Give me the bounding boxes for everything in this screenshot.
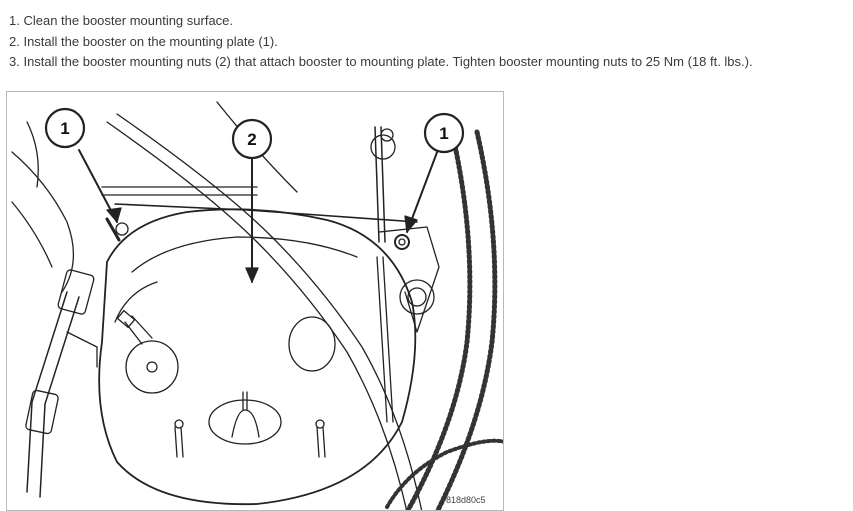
booster-illustration: 1 2 1 [11, 101, 503, 510]
callout-label: 2 [247, 130, 256, 149]
instruction-list: 1. Clean the booster mounting surface. 2… [9, 11, 753, 73]
instruction-step: 3. Install the booster mounting nuts (2)… [9, 54, 753, 69]
instruction-step: 2. Install the booster on the mounting p… [9, 33, 278, 49]
figure-id: 818d80c5 [446, 495, 486, 505]
callout-label: 1 [439, 124, 448, 143]
instruction-step: 1. Clean the booster mounting surface. [9, 13, 234, 28]
callout-1-right: 1 [423, 112, 465, 154]
booster-diagram: 1 2 1 818d80c5 [6, 91, 504, 511]
callout-2: 2 [231, 118, 273, 160]
callout-1-left: 1 [44, 107, 86, 149]
callout-label: 1 [60, 119, 69, 138]
booster-body [98, 208, 417, 506]
